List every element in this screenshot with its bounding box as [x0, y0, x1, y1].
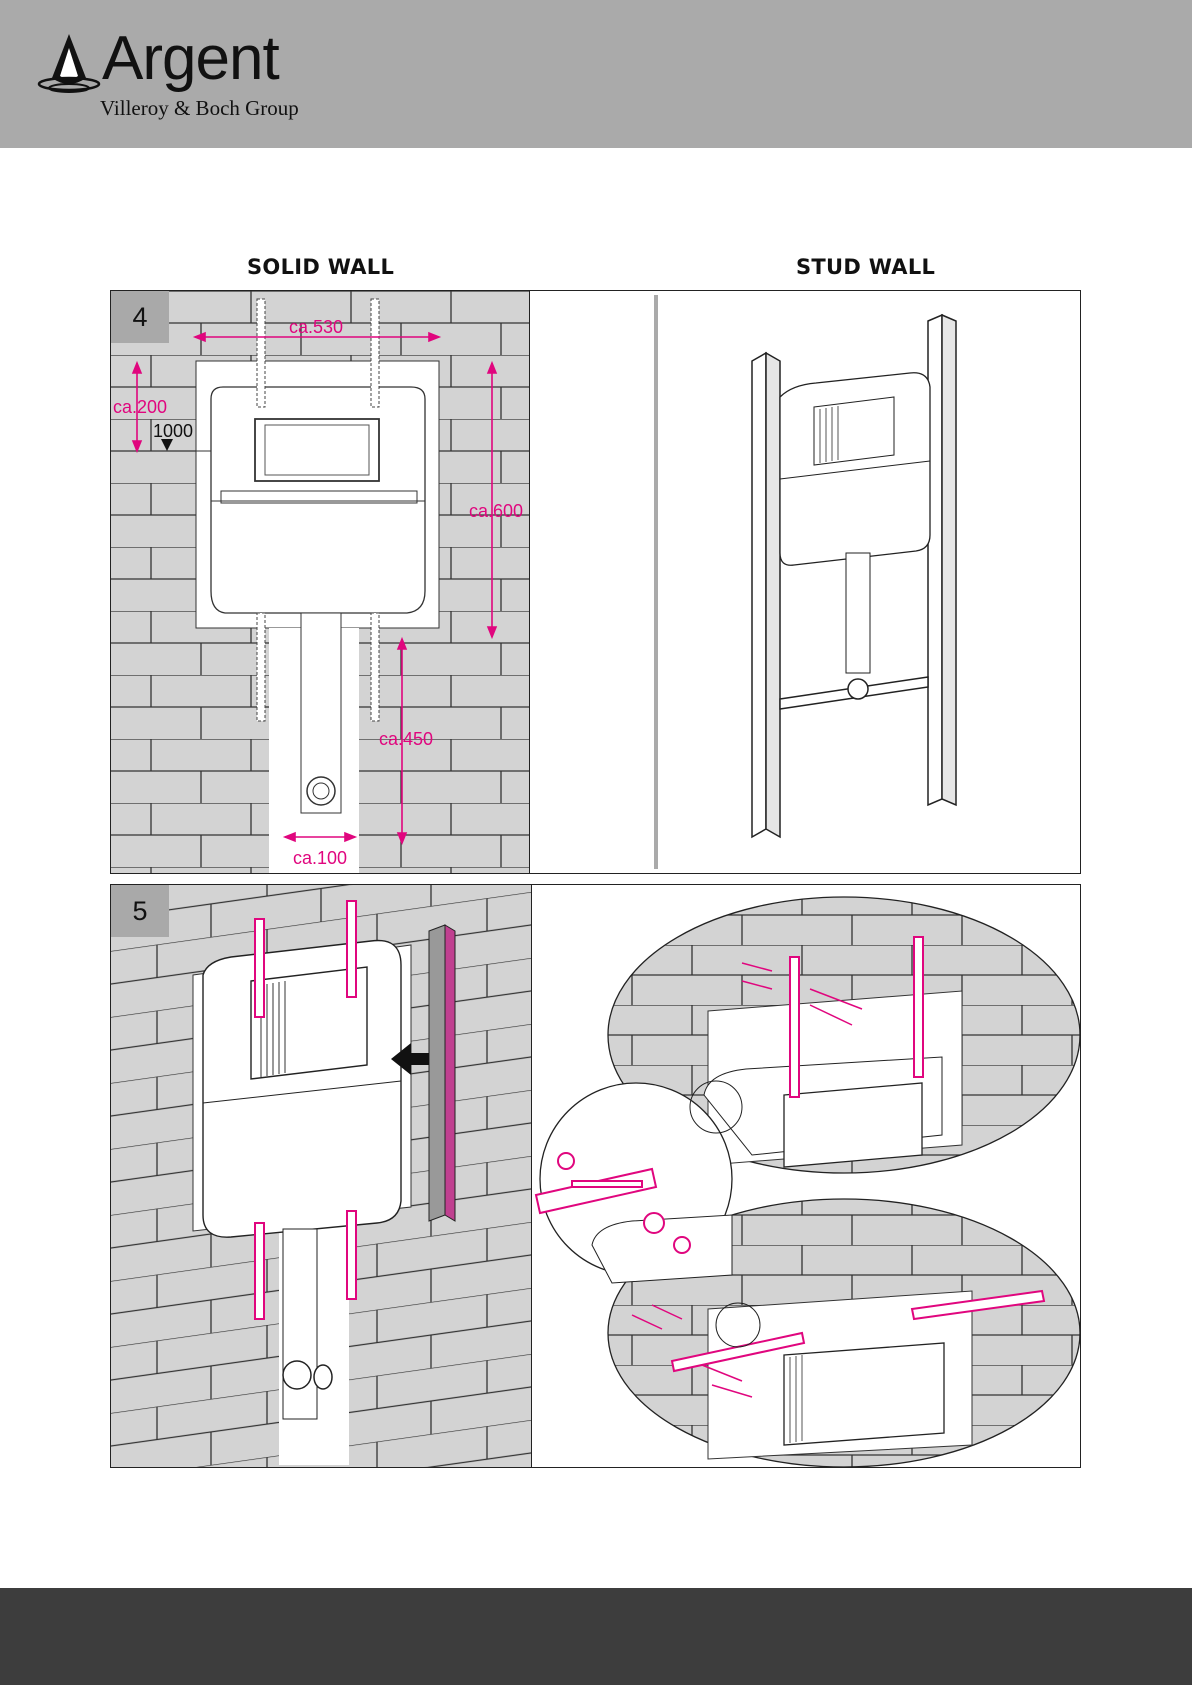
dim-top-offset-label: ca.200: [113, 397, 167, 417]
step5-stud-wall-panel: [531, 884, 1081, 1468]
solid-wall-dimension-drawing: ca.530 ca.200 1000 ca.600 ca.450 ca.100: [111, 291, 530, 873]
dim-pipe-width-label: ca.100: [293, 848, 347, 868]
header-bar: Argent Villeroy & Boch Group: [0, 0, 1192, 148]
dim-pipe-height-label: ca.450: [379, 729, 433, 749]
footer-bar: [0, 1588, 1192, 1685]
stud-frame-drawing: [530, 291, 1080, 873]
solid-wall-title: SOLID WALL: [247, 255, 394, 279]
dim-cistern-height-label: ca.600: [469, 501, 523, 521]
step-5-badge: 5: [111, 885, 169, 937]
step5-solid-wall-panel: 5: [110, 884, 533, 1468]
brand-logo: Argent Villeroy & Boch Group: [34, 28, 304, 128]
step4-solid-wall-panel: ca.530 ca.200 1000 ca.600 ca.450 ca.100 …: [110, 290, 531, 874]
stud-wall-title: STUD WALL: [796, 255, 935, 279]
step-4-badge: 4: [111, 291, 169, 343]
step4-stud-wall-panel: [529, 290, 1081, 874]
bracket-detail-drawing: [532, 885, 1080, 1467]
cistern-installation-drawing: [111, 885, 532, 1467]
dim-height-mark-label: 1000: [153, 421, 193, 441]
dim-width-label: ca.530: [289, 317, 343, 337]
brand-name: Argent: [102, 28, 279, 90]
water-drop-icon: [34, 32, 104, 102]
brand-group: Villeroy & Boch Group: [100, 96, 299, 121]
